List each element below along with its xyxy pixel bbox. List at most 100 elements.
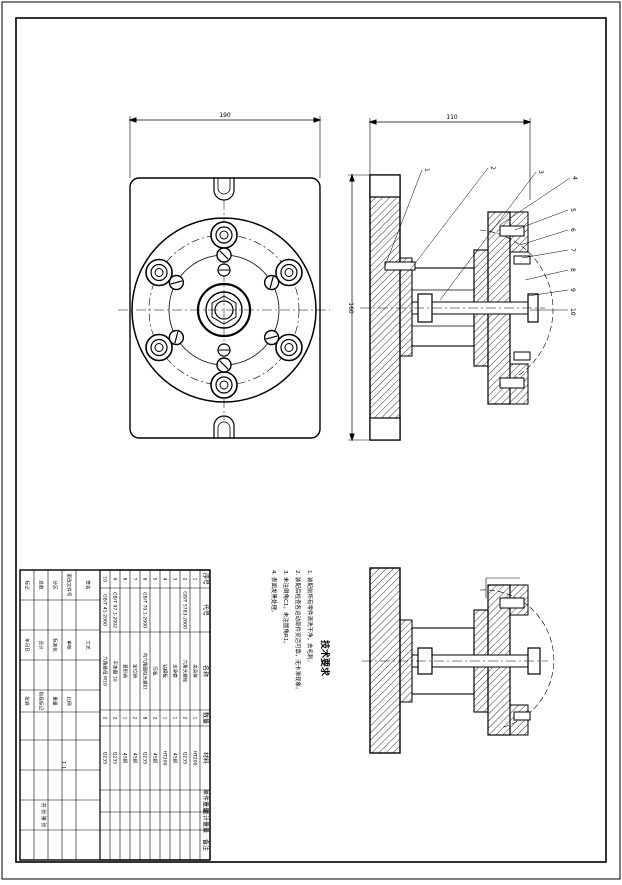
bom-cell: GB/T 97.1-2002: [112, 592, 118, 628]
screw-head: [168, 274, 185, 291]
screw-head: [216, 357, 232, 373]
dim-190: 190: [219, 112, 231, 119]
bom-cell: 6: [142, 578, 148, 581]
title-block-label: 签名: [85, 580, 92, 589]
sheet-count: 共 张 第 张: [40, 803, 47, 828]
title-block-label: 年月日: [24, 638, 31, 652]
dim-160: 160: [347, 302, 354, 314]
drill-bushing: [275, 258, 303, 287]
bom-cell: Q235: [102, 752, 108, 764]
balloon-7: 7: [569, 248, 576, 252]
balloon-3: 3: [537, 170, 544, 174]
balloon-6: 6: [569, 228, 576, 232]
bom-header-cell: 代号: [202, 604, 210, 616]
bom-cell: GB/T 41-2000: [102, 594, 108, 626]
bom-header-cell: 序号: [202, 573, 210, 585]
bom-cell: 压板: [152, 666, 159, 676]
bom-cell: 45钢: [122, 753, 129, 764]
bom-cell: 夹具体: [192, 664, 199, 678]
bom-cell: 3: [172, 578, 178, 581]
bom-header-cell: 单件重量: [202, 789, 210, 813]
screw-head: [263, 329, 280, 346]
bom-cell: Q235: [182, 752, 188, 764]
locating-pin: [217, 263, 231, 277]
bom-cell: 1: [192, 717, 198, 720]
bom-header-cell: 备注: [202, 839, 210, 851]
bom-cell: 六角螺母 M10: [102, 656, 109, 686]
side-section-view: [348, 118, 554, 442]
title-block-label: 审核: [66, 640, 73, 650]
drill-bushing: [145, 333, 173, 362]
bom-cell: 支承套: [172, 664, 179, 678]
title-block-label: 分区: [52, 580, 59, 590]
bom-cell: HT200: [192, 750, 198, 765]
bom-cell: GB/T 70.1-2000: [142, 592, 148, 628]
title-block-label: 批准: [24, 696, 31, 706]
bom-cell: 2: [102, 717, 108, 720]
bom-cell: 4: [162, 578, 168, 581]
bom-cell: HT200: [162, 750, 168, 765]
tech-req-line: 4. 表面发黑处理。: [270, 570, 278, 616]
locating-pin: [217, 343, 231, 357]
drill-bushing: [210, 371, 238, 399]
bom-cell: 2: [182, 578, 188, 581]
bom-cell: 平垫圈 10: [112, 660, 119, 681]
bom-cell: 8: [122, 578, 128, 581]
title-block-label: 更改文件号: [66, 574, 73, 597]
bom-cell: GB/T 5783-2000: [182, 591, 188, 629]
drill-bushing: [275, 333, 303, 362]
tech-req-line: 2. 装配后检查各运动部件灵活可靠，无卡滞现象。: [294, 570, 302, 693]
bom-header-cell: 材料: [202, 752, 210, 764]
title-block-label: 标准化: [52, 638, 59, 652]
bom-cell: Q235: [112, 752, 118, 764]
tech-req-title: 技术要求: [319, 640, 331, 677]
drill-bushing: [145, 258, 173, 287]
bom-cell: 1: [192, 578, 198, 581]
balloon-2: 2: [489, 166, 496, 170]
title-block-label: 阶段标记: [38, 692, 45, 711]
bom-cell: 10: [102, 576, 108, 582]
dim-110: 110: [446, 114, 458, 121]
bom-cell: 1: [172, 717, 178, 720]
title-block: 标记处数分区更改文件号签名年月日设计标准化审核工艺批准阶段标记重量比例1:1共 …: [19, 569, 101, 861]
inner-border: [15, 17, 607, 863]
bom-cell: 六角头螺栓: [182, 660, 189, 683]
drill-bushing: [210, 221, 238, 249]
tech-req-line: 1. 装配前所有零件清洗干净，去毛刺。: [306, 570, 314, 665]
bom-cell: Q235: [142, 752, 148, 764]
bom-cell: 7: [132, 578, 138, 581]
bom-cell: 5: [152, 578, 158, 581]
bom-header-cell: 数量: [202, 712, 210, 724]
balloon-4: 4: [571, 176, 578, 180]
balloon-9: 9: [569, 288, 576, 292]
lower-section-view: [362, 567, 555, 754]
bom-cell: 8: [142, 717, 148, 720]
bom-cell: 1: [122, 717, 128, 720]
bom-header-cell: 名称: [202, 665, 210, 677]
bom-cell: 2: [152, 717, 158, 720]
title-block-label: 标记: [24, 580, 31, 590]
balloon-8: 8: [569, 268, 576, 272]
title-block-label: 重量: [52, 696, 59, 706]
bushings-and-screws: [145, 221, 303, 399]
bom-cell: 9: [112, 578, 118, 581]
screw-head: [216, 247, 232, 263]
technical-requirements: 技术要求 1. 装配前所有零件清洗干净，去毛刺。 2. 装配后检查各运动部件灵活可…: [270, 570, 331, 693]
bom-cell: 2: [182, 717, 188, 720]
bom-cell: 菱形销: [122, 664, 129, 678]
scale-value: 1:1: [60, 761, 66, 769]
bom-cell: 45钢: [172, 753, 179, 764]
screw-head: [263, 274, 280, 291]
bom-cell: 2: [132, 717, 138, 720]
screw-head: [168, 329, 185, 346]
bom-cell: 1: [162, 717, 168, 720]
bom-cell: 钻模板: [162, 664, 169, 678]
bom-cell: 内六角圆柱头螺钉: [142, 653, 149, 690]
bom-header-cell: 总计重量: [202, 809, 210, 833]
balloon-1: 1: [423, 168, 430, 172]
